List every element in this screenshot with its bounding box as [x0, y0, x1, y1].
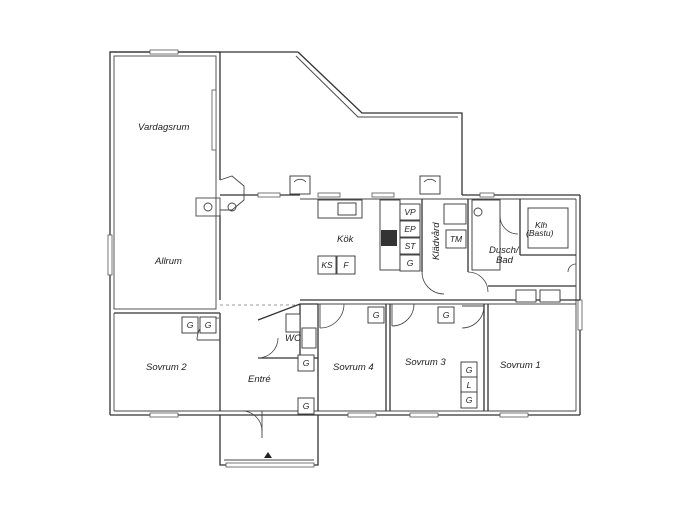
label-kladvard: Klädvård [431, 222, 442, 260]
code-g-entre-b: G [303, 401, 310, 411]
code-g-entre-a: G [303, 358, 310, 368]
code-g-sovrum1-b: G [466, 395, 473, 405]
label-bad: Bad [496, 255, 514, 266]
label-vardagsrum: Vardagsrum [138, 122, 189, 133]
kitchen-fixtures [317, 199, 401, 271]
windows [107, 49, 583, 468]
label-bastu: (Bastu) [526, 228, 554, 238]
code-ks: KS [321, 260, 333, 270]
label-sovrum3: Sovrum 3 [405, 357, 446, 368]
code-tm: TM [450, 234, 463, 244]
label-sovrum4: Sovrum 4 [333, 362, 374, 373]
appliance-codes: VP EP ST G TM KS F G G G G G G G L G [181, 203, 478, 415]
code-g-sovrum1-a: G [466, 365, 473, 375]
code-g-kitchen: G [407, 258, 414, 268]
label-entre: Entré [248, 374, 271, 385]
label-kok: Kök [337, 234, 355, 245]
label-dusch: Dusch/ [489, 245, 520, 256]
label-sovrum2: Sovrum 2 [146, 362, 187, 373]
bath-fixtures [285, 199, 569, 349]
code-g-sovrum3: G [443, 310, 450, 320]
code-g-sovrum4: G [373, 310, 380, 320]
code-f: F [343, 260, 349, 270]
code-l-sovrum1: L [467, 380, 472, 390]
code-vp: VP [404, 207, 416, 217]
room-labels: Vardagsrum Allrum Kök Klädvård Dusch/ Ba… [138, 122, 554, 385]
code-g-sovrum2-a: G [187, 320, 194, 330]
code-g-sovrum2-b: G [205, 320, 212, 330]
label-wc: WC [285, 333, 301, 344]
fireplaces [195, 175, 245, 217]
label-sovrum1: Sovrum 1 [500, 360, 541, 371]
code-st: ST [405, 241, 417, 251]
code-ep: EP [404, 224, 416, 234]
doors [196, 175, 577, 458]
label-klh: Klh [535, 220, 548, 230]
label-allrum: Allrum [154, 256, 182, 267]
